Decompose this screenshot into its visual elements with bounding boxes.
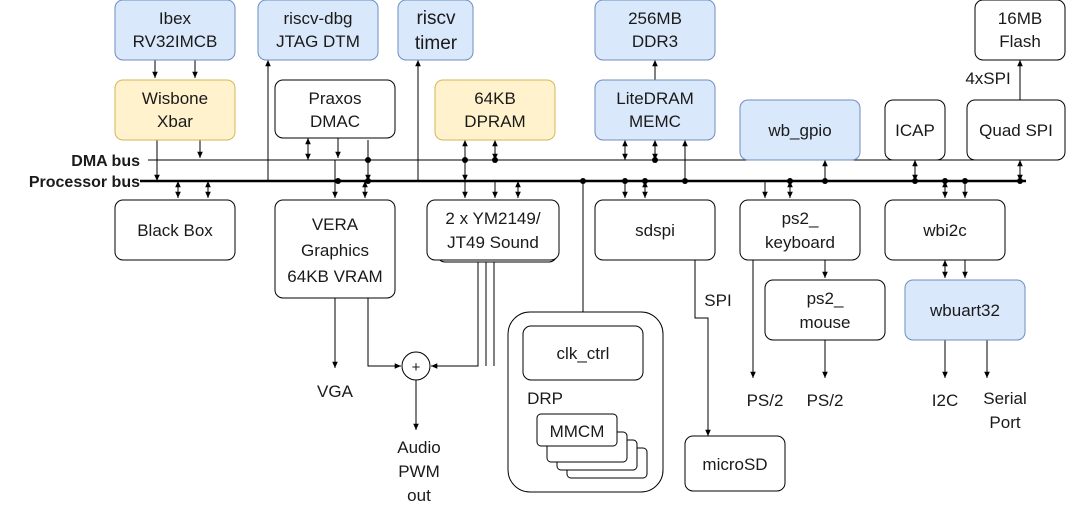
spi-label: SPI [704, 291, 731, 310]
svg-text:mouse: mouse [799, 313, 850, 332]
dma-bus-label: DMA bus [71, 153, 140, 170]
svg-text:+: + [412, 359, 421, 376]
wbi2c-block: wbi2c [884, 199, 1006, 261]
svg-text:MEMC: MEMC [629, 112, 681, 131]
ibex-block: Ibex RV32IMCB [114, 0, 236, 61]
black-box-block: Black Box [114, 199, 236, 261]
svg-text:Xbar: Xbar [157, 112, 193, 131]
svg-text:JT49 Sound: JT49 Sound [447, 233, 539, 252]
connections [152, 60, 1023, 436]
dpram-block: 64KB DPRAM [434, 79, 556, 141]
wisbone-xbar-block: Wisbone Xbar [114, 79, 236, 141]
riscv-timer-block: riscv timer [397, 0, 474, 61]
sdspi-block: sdspi [594, 199, 716, 261]
ps2-mouse-block: ps2_ mouse [764, 279, 886, 341]
svg-text:keyboard: keyboard [765, 233, 835, 252]
drp-label: DRP [527, 389, 563, 408]
svg-text:Ibex: Ibex [159, 9, 192, 28]
four-x-spi-label: 4xSPI [965, 69, 1010, 88]
clk-ctrl-block [522, 325, 644, 381]
svg-text:ps2_: ps2_ [807, 289, 844, 308]
audio-out-label: Audio PWM out [397, 438, 440, 505]
clk-ctrl-label: clk_ctrl [557, 344, 610, 363]
svg-text:ps2_: ps2_ [782, 209, 819, 228]
svg-text:Audio: Audio [397, 438, 440, 457]
litedram-memc-block: LiteDRAM MEMC [594, 79, 716, 141]
svg-text:wbi2c: wbi2c [922, 221, 967, 240]
svg-text:Graphics: Graphics [301, 241, 369, 260]
svg-text:256MB: 256MB [628, 9, 682, 28]
svg-text:wbuart32: wbuart32 [929, 301, 1000, 320]
svg-text:Serial: Serial [983, 389, 1026, 408]
svg-text:timer: timer [415, 33, 458, 54]
svg-text:RV32IMCB: RV32IMCB [133, 32, 218, 51]
svg-text:wb_gpio: wb_gpio [767, 121, 831, 140]
svg-text:16MB: 16MB [998, 9, 1042, 28]
ps2-keyboard-out-label: PS/2 [747, 391, 784, 410]
flash-block: 16MB Flash [974, 0, 1066, 61]
svg-text:Praxos: Praxos [309, 89, 362, 108]
mmcm-block [536, 413, 618, 447]
svg-text:Wisbone: Wisbone [142, 89, 208, 108]
quad-spi-block: Quad SPI [966, 99, 1066, 161]
svg-text:VERA: VERA [312, 215, 359, 234]
i2c-label: I2C [932, 391, 958, 410]
svg-text:2 x YM2149/: 2 x YM2149/ [445, 209, 540, 228]
svg-text:Black Box: Black Box [137, 221, 213, 240]
vera-graphics-block: VERA Graphics 64KB VRAM [274, 199, 396, 299]
svg-text:DPRAM: DPRAM [464, 112, 525, 131]
svg-text:Flash: Flash [999, 32, 1041, 51]
ddr3-block: 256MB DDR3 [594, 0, 716, 61]
icap-block: ICAP [884, 99, 946, 161]
svg-text:64KB VRAM: 64KB VRAM [287, 267, 382, 286]
svg-text:DDR3: DDR3 [632, 32, 678, 51]
audio-mixer: + [401, 351, 431, 381]
svg-text:Quad SPI: Quad SPI [979, 121, 1053, 140]
svg-text:riscv: riscv [416, 8, 456, 29]
svg-text:riscv-dbg: riscv-dbg [284, 9, 353, 28]
svg-text:LiteDRAM: LiteDRAM [616, 89, 693, 108]
serial-port-label: Serial Port [983, 389, 1026, 432]
svg-text:microSD: microSD [702, 455, 767, 474]
wb-gpio-block: wb_gpio [739, 99, 861, 161]
praxos-dmac-block: Praxos DMAC [274, 79, 396, 139]
svg-text:Port: Port [989, 413, 1020, 432]
wbuart32-block: wbuart32 [904, 279, 1026, 341]
mmcm-label: MMCM [550, 422, 605, 441]
processor-bus-label: Processor bus [29, 174, 140, 191]
svg-text:PWM: PWM [398, 462, 440, 481]
clock-group: clk_ctrl DRP MMCM [507, 311, 664, 493]
svg-text:JTAG DTM: JTAG DTM [276, 32, 360, 51]
ps2-mouse-out-label: PS/2 [807, 391, 844, 410]
svg-text:ICAP: ICAP [895, 121, 935, 140]
vga-label: VGA [317, 382, 354, 401]
svg-text:DMAC: DMAC [310, 112, 360, 131]
ps2-keyboard-block: ps2_ keyboard [739, 199, 861, 261]
buses: DMA bus Processor bus [29, 153, 1026, 191]
riscv-dbg-block: riscv-dbg JTAG DTM [257, 0, 379, 61]
microsd-block: microSD [684, 435, 786, 492]
svg-text:64KB: 64KB [474, 89, 516, 108]
sound-block: 2 x YM2149/ JT49 Sound [426, 199, 560, 263]
svg-text:sdspi: sdspi [635, 221, 675, 240]
svg-text:out: out [407, 486, 431, 505]
